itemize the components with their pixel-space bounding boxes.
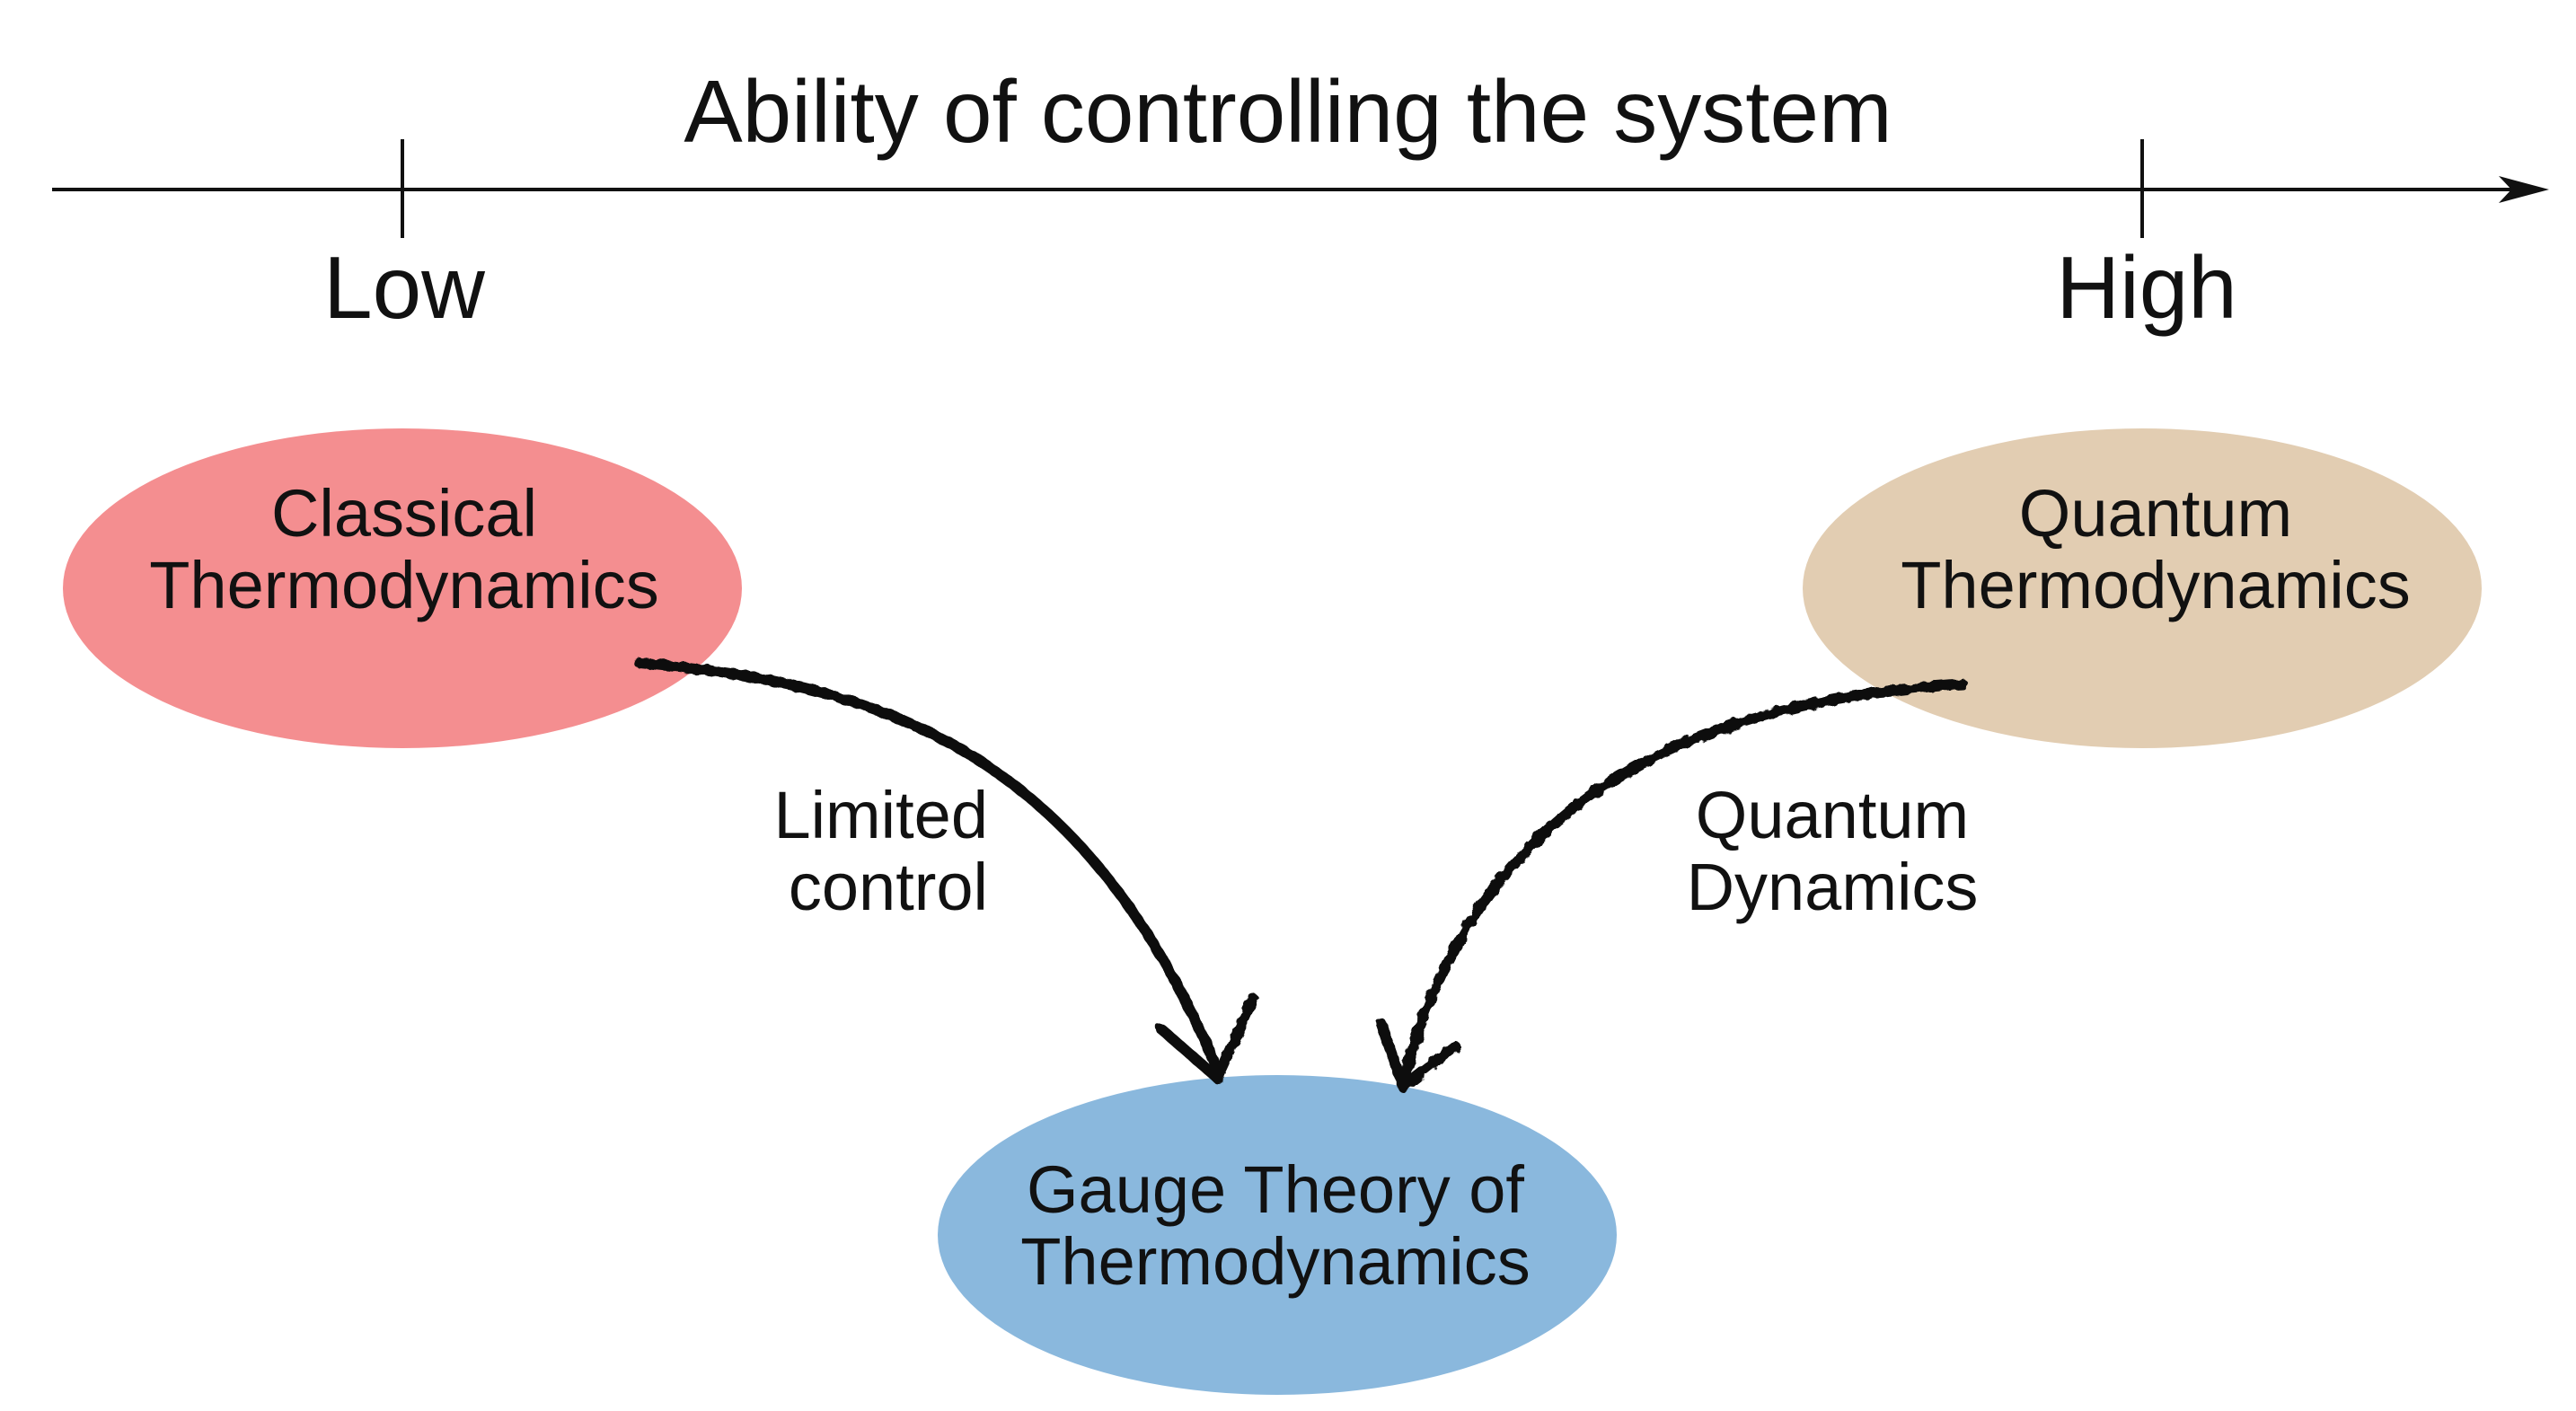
gauge-line1: Gauge Theory of bbox=[1027, 1152, 1524, 1227]
limited-control-arrowhead bbox=[1155, 993, 1258, 1083]
axis-arrowhead bbox=[2499, 176, 2549, 203]
gauge-line2: Thermodynamics bbox=[1020, 1223, 1531, 1299]
classical-thermodynamics-label: Classical Thermodynamics bbox=[72, 478, 737, 622]
quantum-ellipse bbox=[1803, 428, 2482, 748]
quantum-dynamics-arrow bbox=[1398, 679, 1968, 1088]
quantum-dynamics-line2: Dynamics bbox=[1686, 849, 1979, 924]
quantum-line1: Quantum bbox=[2018, 476, 2293, 551]
axis-title: Ability of controlling the system bbox=[684, 62, 1892, 161]
quantum-dynamics-arrowhead bbox=[1376, 1019, 1460, 1092]
classical-line2: Thermodynamics bbox=[149, 547, 659, 622]
limited-line2: control bbox=[788, 849, 988, 924]
quantum-dynamics-line1: Quantum bbox=[1695, 778, 1970, 852]
low-label: Low bbox=[323, 238, 485, 337]
gauge-ellipse bbox=[938, 1075, 1617, 1395]
limited-line1: Limited bbox=[773, 778, 988, 852]
gauge-theory-label: Gauge Theory of Thermodynamics bbox=[934, 1154, 1617, 1298]
quantum-dynamics-label: Quantum Dynamics bbox=[1644, 780, 2021, 923]
high-label: High bbox=[2056, 238, 2237, 337]
limited-control-label: Limited control bbox=[665, 780, 988, 923]
limited-control-arrow bbox=[634, 657, 1222, 1074]
quantum-thermodynamics-label: Quantum Thermodynamics bbox=[1814, 478, 2497, 622]
classical-ellipse bbox=[63, 428, 742, 748]
quantum-line2: Thermodynamics bbox=[1901, 547, 2411, 622]
classical-line1: Classical bbox=[270, 476, 538, 551]
